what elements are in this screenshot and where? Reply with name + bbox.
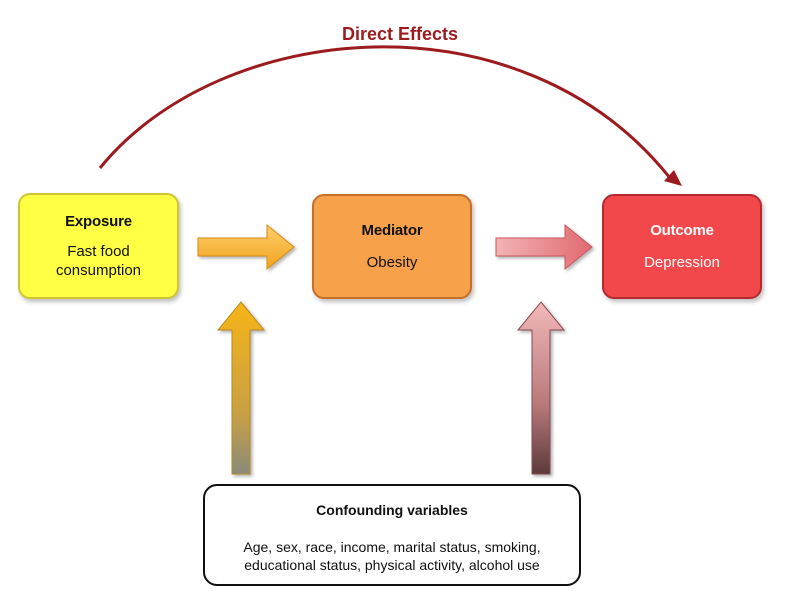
mediator-title: Mediator xyxy=(361,221,423,239)
mediator-box: Mediator Obesity xyxy=(312,194,472,299)
mediator-text: Obesity xyxy=(366,253,418,271)
exposure-text: Fast food consumption xyxy=(44,242,154,280)
exposure-box: Exposure Fast food consumption xyxy=(18,193,179,299)
outcome-title: Outcome xyxy=(650,221,714,239)
exposure-to-mediator-arrow xyxy=(197,223,295,271)
exposure-title: Exposure xyxy=(65,212,132,230)
direct-effects-label: Direct Effects xyxy=(341,24,459,44)
mediator-to-outcome-arrow xyxy=(495,223,593,271)
exposure-description: Fast food consumption xyxy=(55,242,142,279)
confounders-line-2: educational status, physical activity, a… xyxy=(244,557,540,573)
direct-effects-arrowhead xyxy=(664,170,682,186)
confounders-line-1: Age, sex, race, income, marital status, … xyxy=(243,539,541,555)
confounders-title: Confounding variables xyxy=(316,502,468,518)
confounders-to-mediator-arrow xyxy=(216,301,266,475)
outcome-text: Depression xyxy=(644,253,720,271)
direct-effects-arrow xyxy=(98,45,672,179)
outcome-box: Outcome Depression xyxy=(602,194,762,299)
confounding-variables-box: Confounding variables Age, sex, race, in… xyxy=(203,484,581,586)
confounders-list: Age, sex, race, income, marital status, … xyxy=(205,538,579,574)
confounders-to-outcome-arrow xyxy=(516,301,566,475)
